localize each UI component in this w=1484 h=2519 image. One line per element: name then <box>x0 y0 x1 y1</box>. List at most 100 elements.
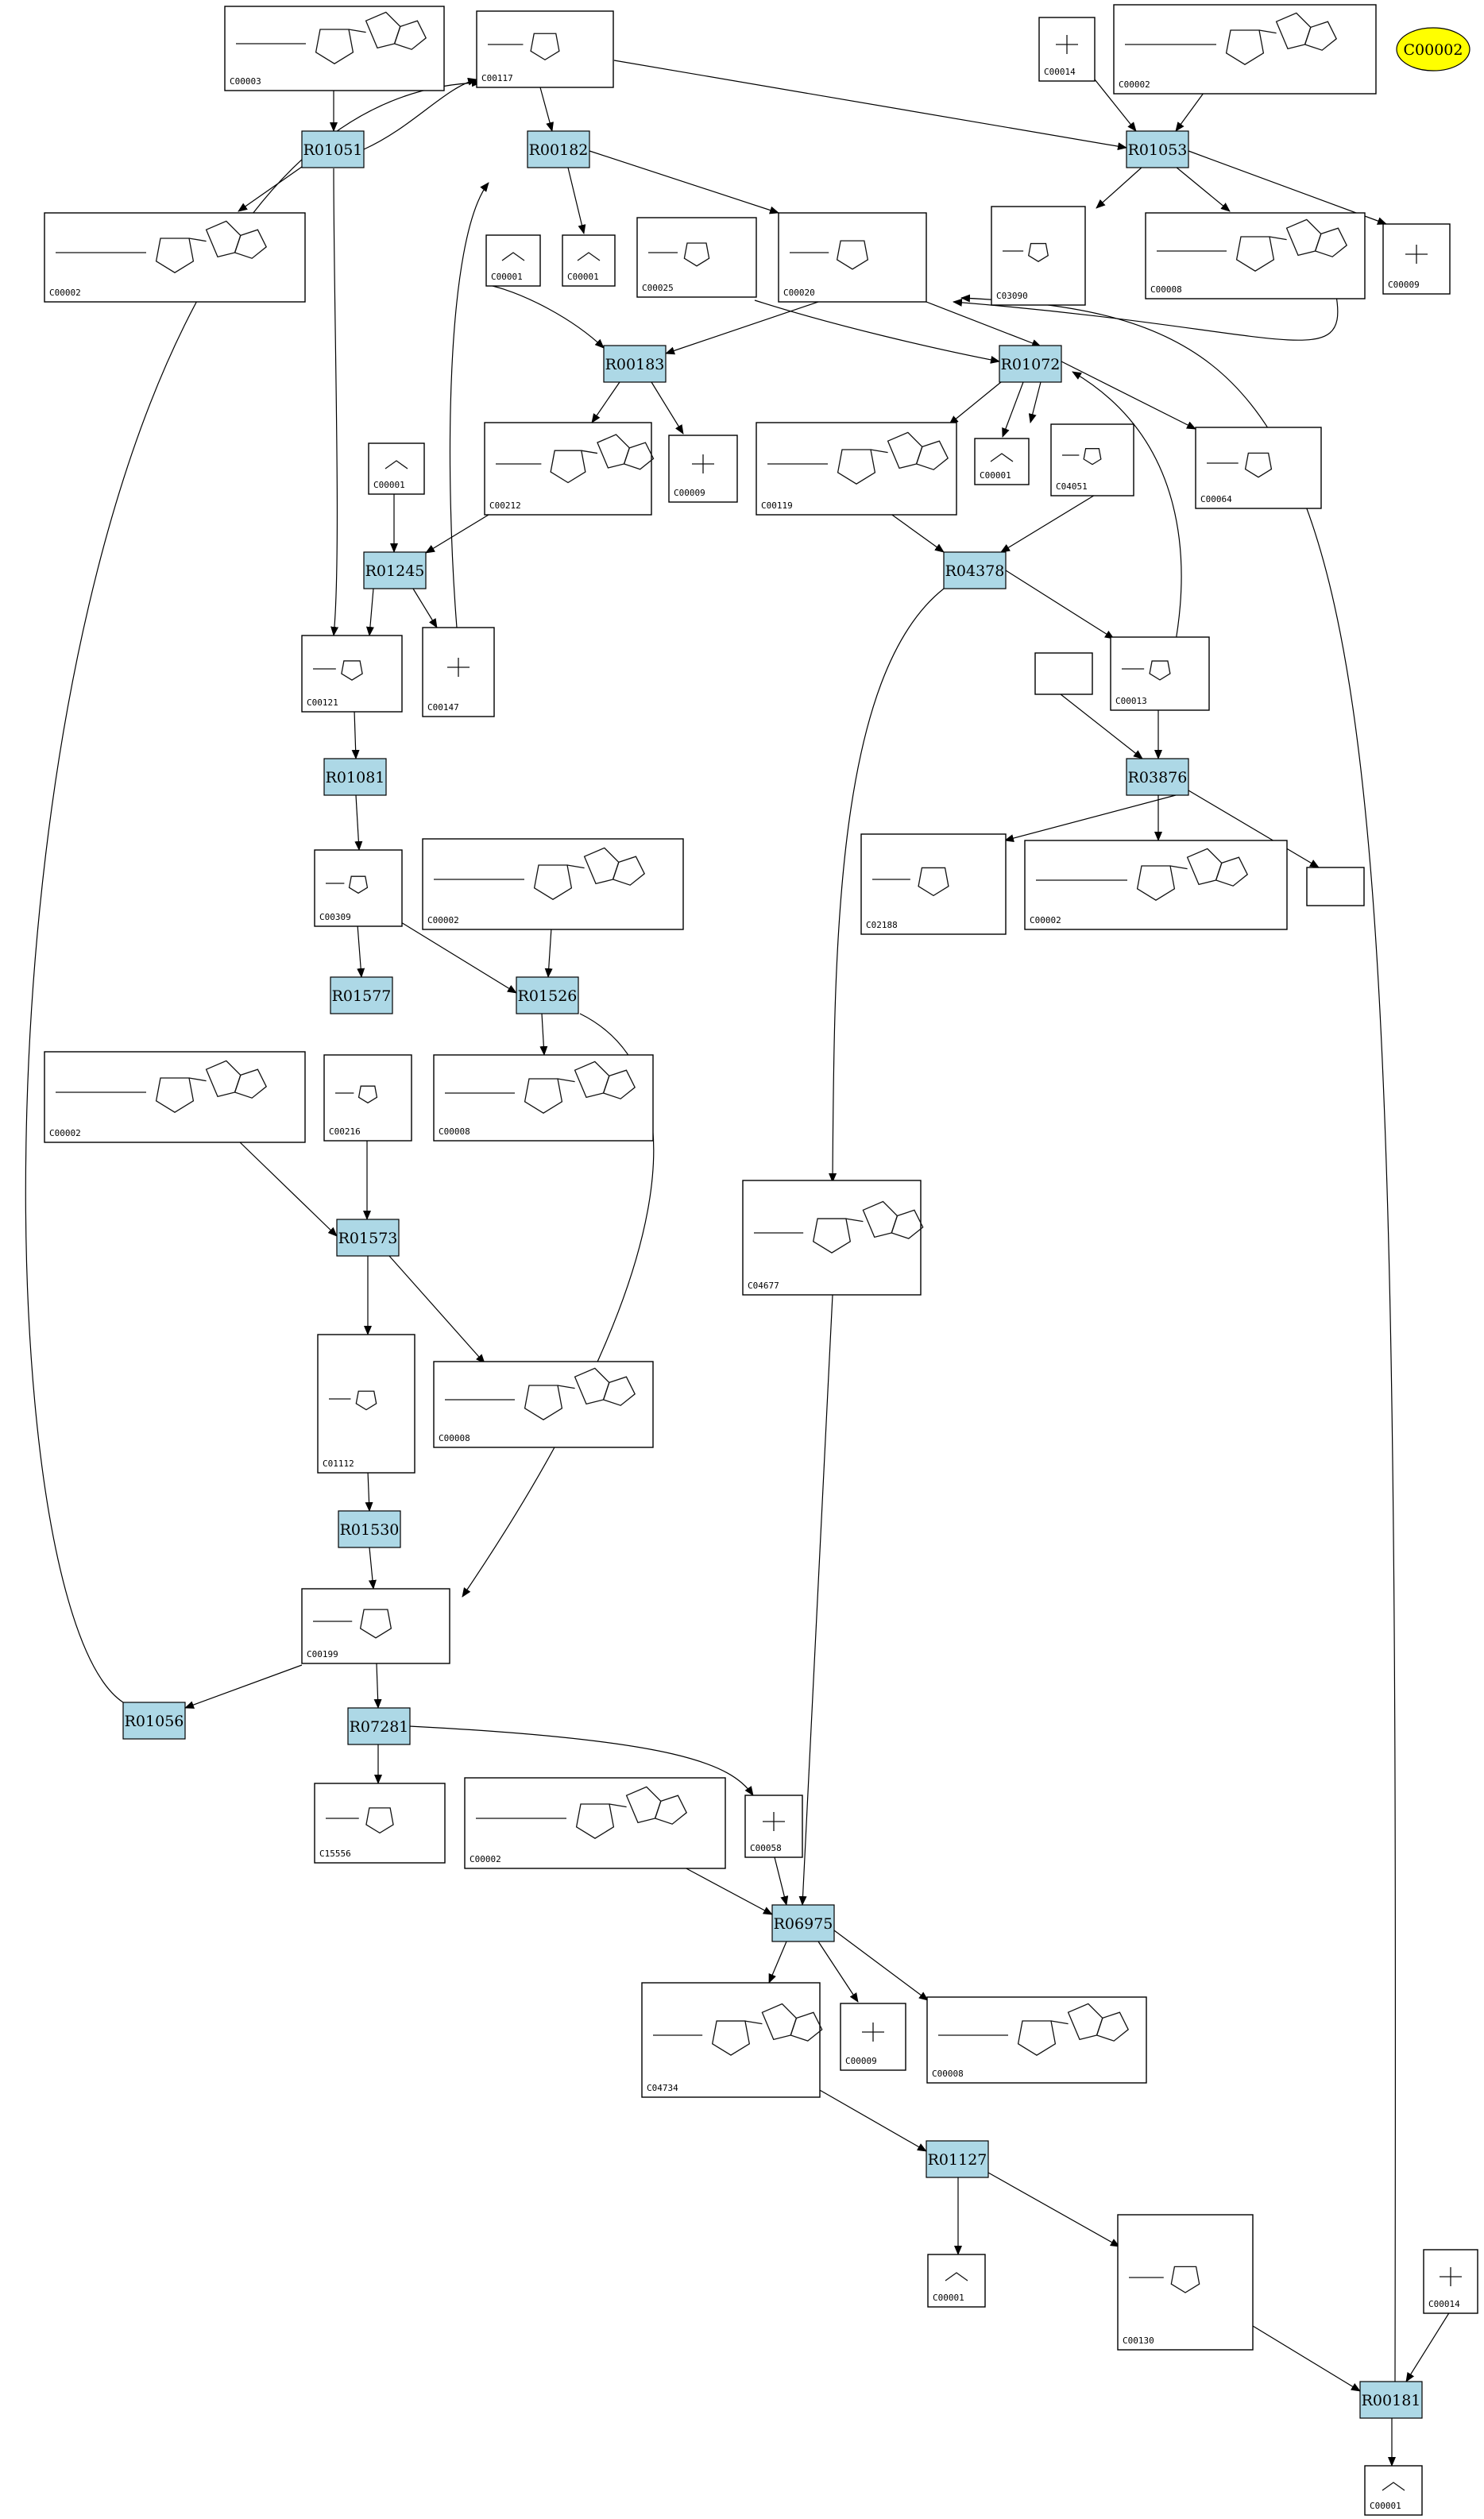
reaction-node-r01526[interactable]: R01526 <box>516 976 579 1014</box>
compound-node-c00119[interactable]: C00119 <box>756 422 957 516</box>
compound-node-c02188[interactable]: C02188 <box>860 833 1007 935</box>
compound-box[interactable] <box>422 838 684 930</box>
compound-node-c00121[interactable]: C00121 <box>301 635 403 713</box>
reaction-node-r01577[interactable]: R01577 <box>330 976 393 1014</box>
compound-node-c00020[interactable]: C00020 <box>778 212 927 303</box>
reaction-box[interactable] <box>1359 2381 1423 2419</box>
reaction-node-r00181[interactable]: R00181 <box>1359 2381 1423 2419</box>
compound-node-c00309[interactable]: C00309 <box>314 849 403 927</box>
reaction-box[interactable] <box>363 551 427 589</box>
compound-node-c00002[interactable]: C00002 <box>1024 840 1288 930</box>
compound-node-c03090[interactable]: C03090 <box>991 206 1086 306</box>
compound-node-c00002[interactable]: C00002 <box>464 1777 726 1869</box>
compound-node-c00002[interactable]: C00002 <box>44 1051 306 1143</box>
compound-node-c00014[interactable]: C00014 <box>1038 17 1096 82</box>
reaction-box[interactable] <box>1126 130 1189 168</box>
compound-node-c00001[interactable]: C00001 <box>1364 2465 1423 2516</box>
compound-node-c00003[interactable]: C00003 <box>224 6 445 91</box>
reaction-node-r01072[interactable]: R01072 <box>999 345 1062 383</box>
reaction-node-r01053[interactable]: R01053 <box>1126 130 1189 168</box>
reaction-node-r00183[interactable]: R00183 <box>603 345 667 383</box>
compound-box[interactable] <box>44 1051 306 1143</box>
compound-node-c00008[interactable]: C00008 <box>926 1996 1147 2084</box>
compound-node-c00212[interactable]: C00212 <box>484 422 655 516</box>
reaction-node-r01056[interactable]: R01056 <box>122 1702 186 1740</box>
compound-node-c00002[interactable]: C00002 <box>422 838 684 930</box>
compound-node-c00064[interactable]: C00064 <box>1195 427 1322 509</box>
compound-box[interactable] <box>323 1054 412 1142</box>
compound-node-c04677[interactable]: C04677 <box>742 1180 924 1296</box>
compound-box[interactable] <box>1024 840 1288 930</box>
reaction-box[interactable] <box>527 130 590 168</box>
reaction-box[interactable] <box>943 551 1007 589</box>
compound-node-c04051[interactable]: C04051 <box>1050 423 1134 496</box>
compound-node-c00001[interactable]: C00001 <box>927 2254 986 2308</box>
compound-node-c00001[interactable]: C00001 <box>368 442 425 495</box>
reaction-node-r04378[interactable]: R04378 <box>943 551 1007 589</box>
reaction-box[interactable] <box>323 758 387 796</box>
reaction-box[interactable] <box>347 1707 411 1745</box>
reaction-box[interactable] <box>926 2140 989 2178</box>
legend-compound-ellipse[interactable] <box>1396 27 1470 71</box>
compound-box[interactable] <box>636 217 757 298</box>
reaction-node-r07281[interactable]: R07281 <box>347 1707 411 1745</box>
compound-box[interactable] <box>1110 636 1210 711</box>
reaction-node-r01530[interactable]: R01530 <box>338 1510 401 1548</box>
compound-box[interactable] <box>1195 427 1322 509</box>
reaction-box[interactable] <box>336 1219 400 1257</box>
compound-node-c00002[interactable]: C00002 <box>44 212 306 303</box>
compound-node-c15556[interactable]: C15556 <box>314 1783 446 1864</box>
compound-box[interactable] <box>756 422 957 516</box>
reaction-node-r01081[interactable]: R01081 <box>323 758 387 796</box>
compound-box[interactable] <box>464 1777 726 1869</box>
compound-box[interactable] <box>314 849 403 927</box>
reaction-node-r00182[interactable]: R00182 <box>527 130 590 168</box>
reaction-node-r01051[interactable]: R01051 <box>301 130 365 168</box>
compound-node-c00025[interactable]: C00025 <box>636 217 757 298</box>
reaction-node-r03876[interactable]: R03876 <box>1126 758 1189 796</box>
compound-box[interactable] <box>301 635 403 713</box>
compound-node-c00001[interactable]: C00001 <box>562 234 616 287</box>
compound-box[interactable] <box>641 1982 821 2098</box>
reaction-box[interactable] <box>122 1702 186 1740</box>
reaction-box[interactable] <box>338 1510 401 1548</box>
compound-node-c00009[interactable]: C00009 <box>840 2003 906 2071</box>
compound-node-c00130[interactable]: C00130 <box>1117 2214 1254 2351</box>
compound-node-c01112[interactable]: C01112 <box>317 1334 415 1474</box>
compound-node-c00199[interactable]: C00199 <box>301 1588 450 1664</box>
compound-box[interactable] <box>991 206 1086 306</box>
reaction-node-r06975[interactable]: R06975 <box>771 1904 835 1942</box>
reaction-node-r01573[interactable]: R01573 <box>336 1219 400 1257</box>
compound-box[interactable] <box>485 234 541 287</box>
compound-node-c00117[interactable]: C00117 <box>476 10 614 88</box>
compound-box[interactable] <box>314 1783 446 1864</box>
compound-box[interactable] <box>742 1180 922 1296</box>
compound-box[interactable] <box>1364 2465 1423 2516</box>
reaction-box[interactable] <box>1126 758 1189 796</box>
compound-box[interactable] <box>368 442 425 495</box>
compound-node-c00013[interactable]: C00013 <box>1110 636 1210 711</box>
reaction-node-r01245[interactable]: R01245 <box>363 551 427 589</box>
reaction-box[interactable] <box>603 345 667 383</box>
compound-node-c00008[interactable]: C00008 <box>1145 212 1366 299</box>
compound-box[interactable] <box>1113 4 1377 95</box>
compound-box[interactable] <box>974 438 1030 485</box>
compound-box[interactable] <box>1117 2214 1254 2351</box>
reaction-box[interactable] <box>330 976 393 1014</box>
compound-node-c00009[interactable]: C00009 <box>668 435 738 503</box>
compound-box[interactable] <box>484 422 652 516</box>
compound-box[interactable] <box>1034 652 1093 695</box>
reaction-box[interactable] <box>516 976 579 1014</box>
reaction-node-r01127[interactable]: R01127 <box>926 2140 989 2178</box>
compound-node-c00001[interactable]: C00001 <box>485 234 541 287</box>
compound-node-c00014[interactable]: C00014 <box>1423 2249 1478 2314</box>
compound-box[interactable] <box>562 234 616 287</box>
compound-node-c00216[interactable]: C00216 <box>323 1054 412 1142</box>
compound-node-c00008[interactable]: C00008 <box>433 1361 654 1448</box>
compound-node-c00008[interactable]: C00008 <box>433 1054 654 1142</box>
compound-node-c00002[interactable]: C00002 <box>1113 4 1377 95</box>
compound-node-c00147[interactable]: C00147 <box>422 627 495 717</box>
reaction-box[interactable] <box>999 345 1062 383</box>
reaction-box[interactable] <box>771 1904 835 1942</box>
compound-box[interactable] <box>860 833 1007 935</box>
